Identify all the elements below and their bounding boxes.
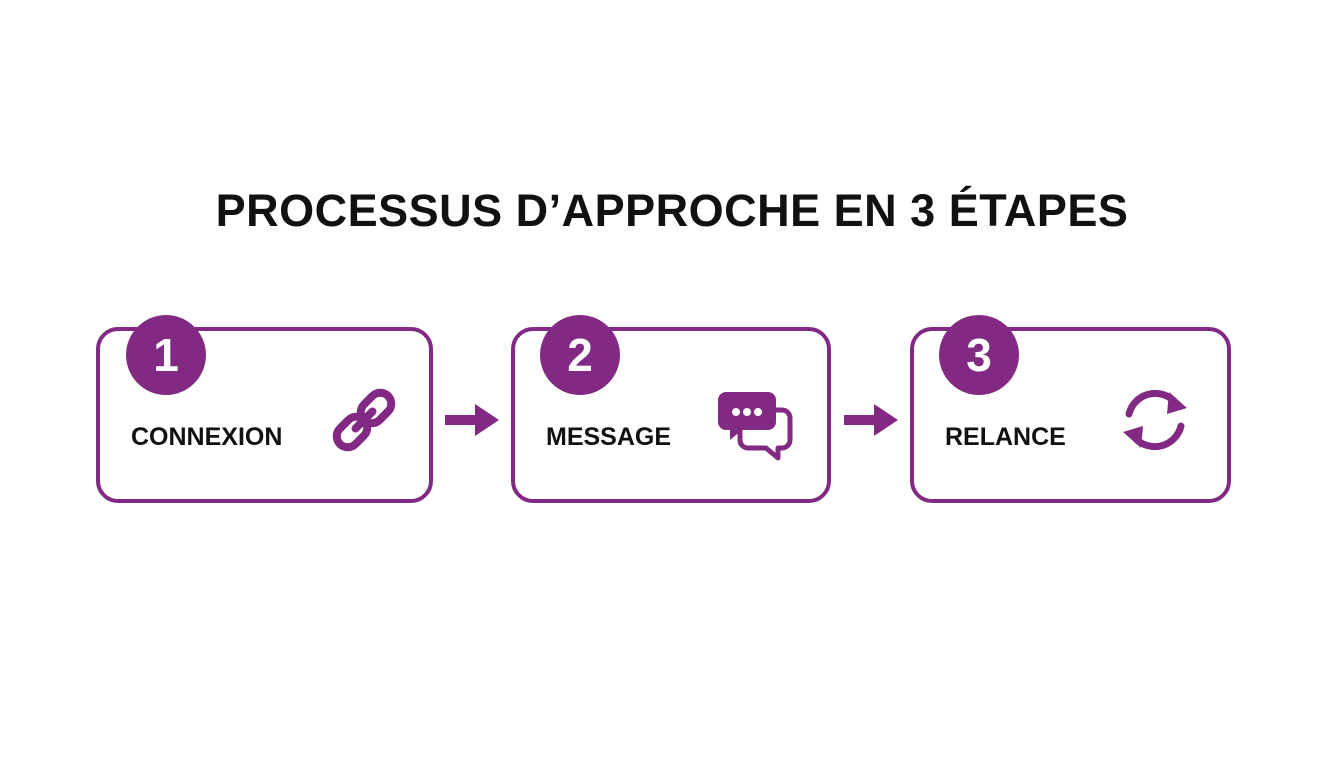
step-number-badge: 2	[540, 315, 620, 395]
step-number-badge: 3	[939, 315, 1019, 395]
step-label-relance: RELANCE	[945, 423, 1066, 451]
chat-bubbles-icon	[716, 386, 796, 466]
step-label-message: MESSAGE	[546, 423, 672, 451]
refresh-icon	[1115, 380, 1195, 460]
step-number-badge: 1	[126, 315, 206, 395]
arrow-right-icon	[844, 402, 900, 438]
arrow-right-icon	[445, 402, 501, 438]
diagram-title: PROCESSUS D’APPROCHE EN 3 ÉTAPES	[215, 185, 1129, 236]
link-icon	[324, 380, 404, 460]
step-label-connexion: CONNEXION	[131, 423, 283, 451]
